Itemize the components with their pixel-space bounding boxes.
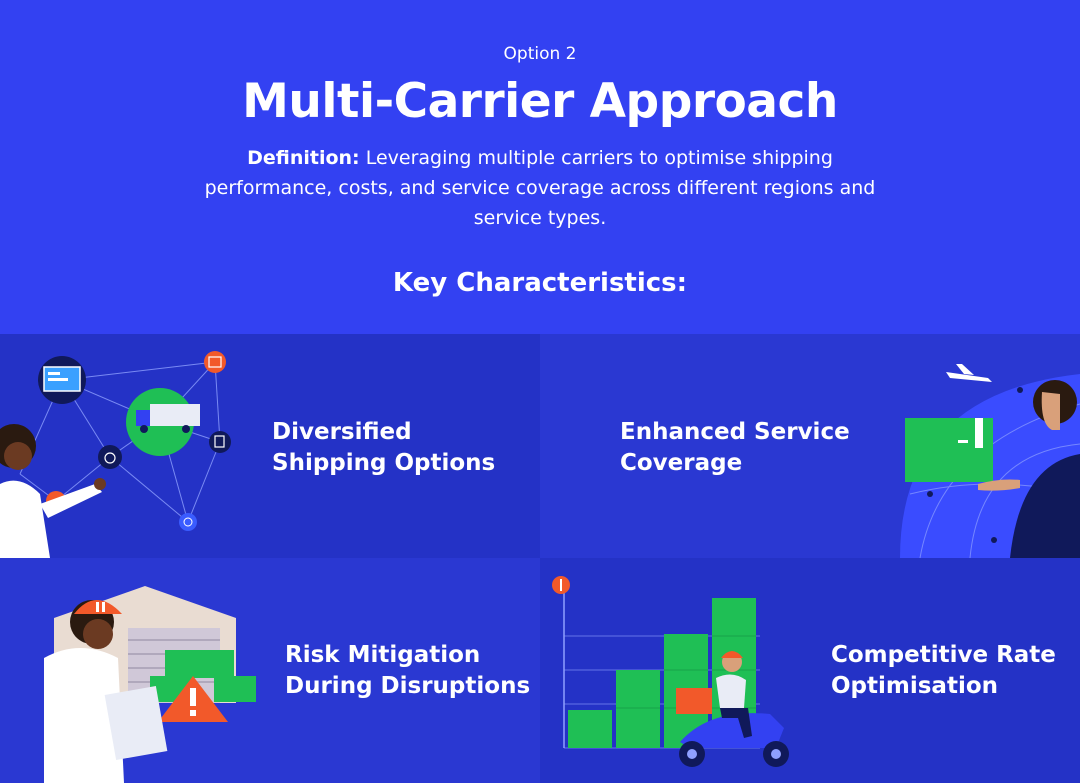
card-risk-mitigation: Risk Mitigation During Disruptions xyxy=(0,558,540,783)
option-eyebrow: Option 2 xyxy=(503,44,577,64)
airplane-icon xyxy=(946,364,992,382)
clipboard xyxy=(104,685,168,761)
page-title: Multi-Carrier Approach xyxy=(242,74,838,129)
definition-label: Definition: xyxy=(247,147,360,169)
bar-box xyxy=(616,670,660,748)
stopwatch-icon xyxy=(98,445,122,469)
coverage-illustration xyxy=(900,364,1080,558)
card-label: Enhanced Service Coverage xyxy=(620,419,850,476)
definition: Definition: Leveraging multiple carriers… xyxy=(190,143,890,233)
document-icon xyxy=(209,431,231,453)
woman-figure xyxy=(1010,454,1080,558)
card-label: Diversified Shipping Options xyxy=(272,419,496,476)
key-characteristics-heading: Key Characteristics: xyxy=(392,268,688,298)
rate-chart-illustration xyxy=(552,576,789,767)
calendar-icon xyxy=(204,351,226,373)
card-label: Competitive Rate Optimisation xyxy=(831,642,1056,699)
header: Option 2 Multi-Carrier Approach Definiti… xyxy=(0,0,1080,334)
card-label: Risk Mitigation During Disruptions xyxy=(285,642,531,699)
person-figure xyxy=(0,480,50,558)
network-illustration xyxy=(0,351,231,558)
worker-figure xyxy=(44,648,124,783)
scooter-courier xyxy=(676,651,789,767)
warning-icon xyxy=(158,676,228,722)
bar-box xyxy=(568,710,612,748)
definition-text: Leveraging multiple carriers to optimise… xyxy=(204,147,876,229)
card-diversified-shipping: Diversified Shipping Options xyxy=(0,334,540,558)
card-enhanced-coverage: Enhanced Service Coverage xyxy=(540,334,1080,558)
globe-icon xyxy=(179,513,197,531)
risk-illustration xyxy=(44,586,256,783)
card-competitive-rate: Competitive Rate Optimisation xyxy=(540,558,1080,783)
